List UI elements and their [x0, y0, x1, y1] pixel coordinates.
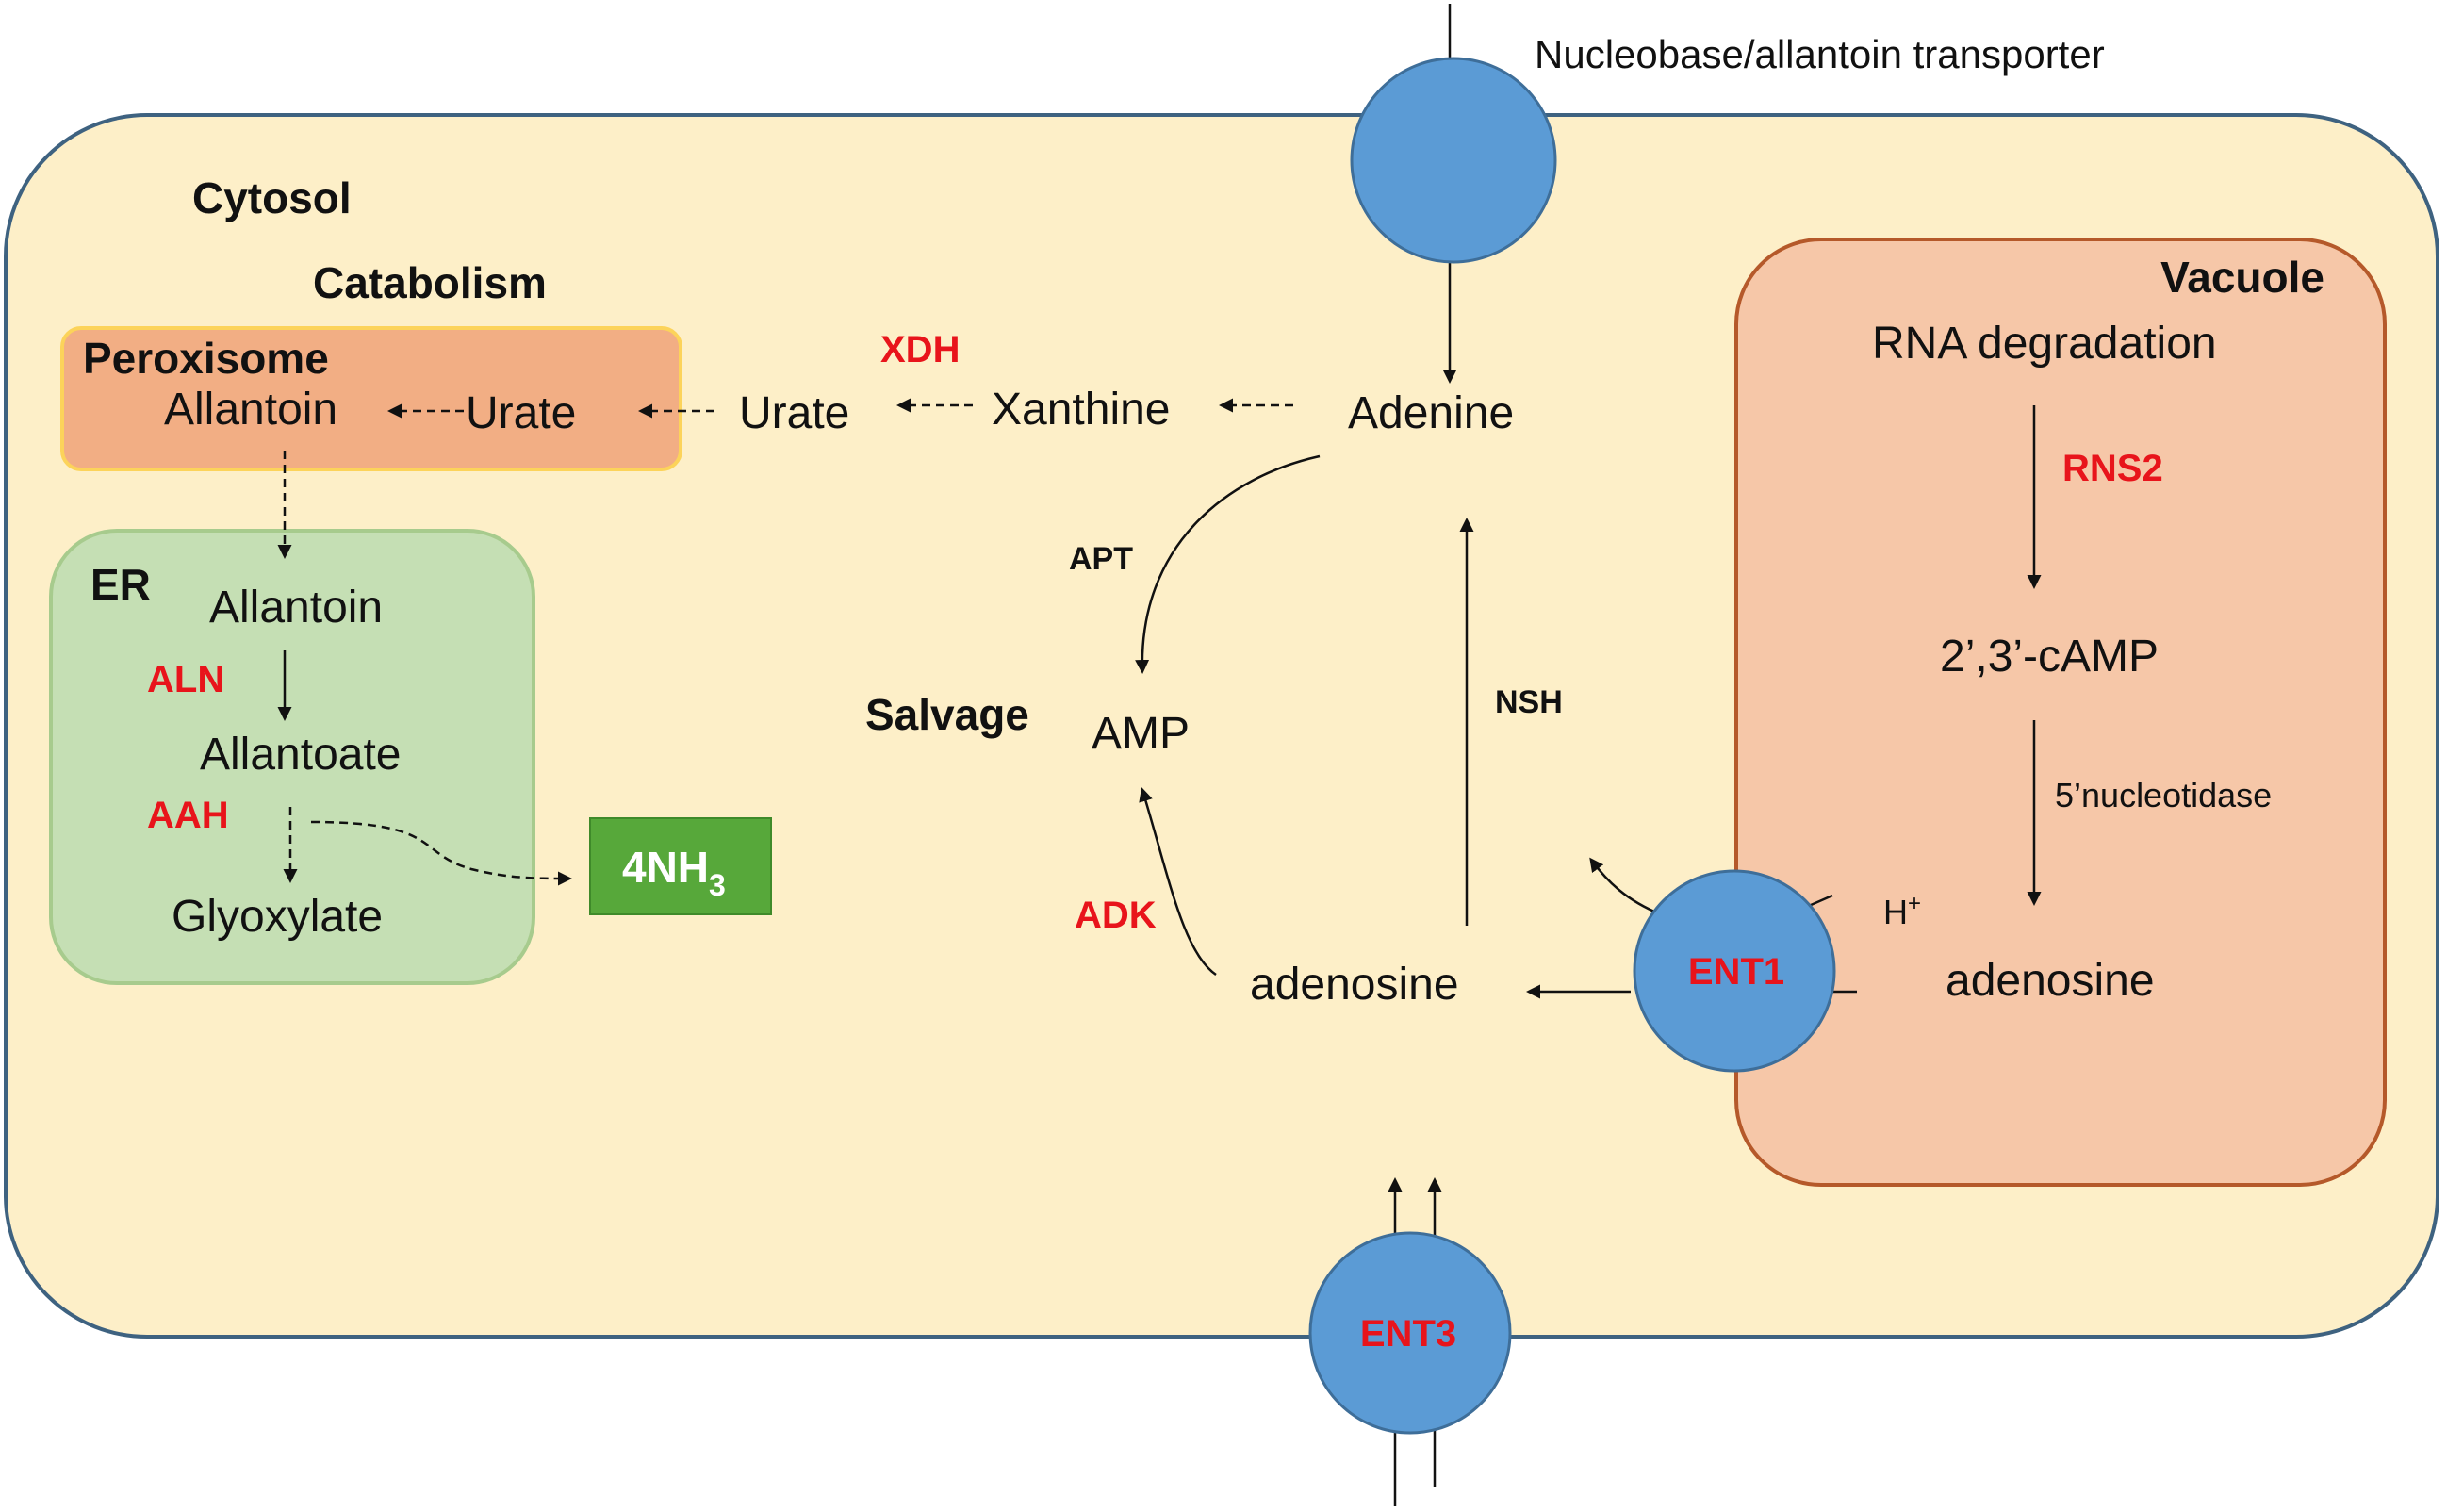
allantoate-text: Allantoate [200, 730, 402, 780]
arrow-ent1-proton-out [1589, 857, 1662, 916]
aln-label: ALN [147, 659, 224, 700]
proton-superscript: + [1908, 891, 1921, 916]
allantoin-er-text: Allantoin [209, 583, 383, 633]
vacuole-label: Vacuole [2160, 253, 2324, 302]
vacuole-compartment [1734, 238, 2387, 1187]
peroxisome-compartment [60, 326, 682, 471]
apt-label: APT [1069, 541, 1133, 577]
er-compartment [49, 529, 535, 985]
aah-label: AAH [147, 795, 229, 836]
catabolism-label: Catabolism [313, 258, 547, 307]
rns2-label: RNS2 [2062, 448, 2163, 489]
arrow-allantoate-nh3 [310, 820, 572, 886]
proton-main: H [1883, 893, 1908, 931]
adenosine-vacuole-text: adenosine [1946, 956, 2155, 1006]
ent3-label: ENT3 [1360, 1313, 1456, 1355]
nucleotidase-label: 5’nucleotidase [2055, 776, 2272, 814]
allantoin-perox-text: Allantoin [164, 385, 337, 435]
urate-text: Urate [739, 388, 849, 438]
arrow-adenosine-amp [1139, 787, 1217, 977]
ammonia-text: 4NH3 [622, 843, 726, 902]
camp-text: 2’,3’-cAMP [1940, 632, 2159, 682]
ent3-circle [1308, 1231, 1512, 1435]
glyoxylate-text: Glyoxylate [172, 892, 383, 942]
arrow-adenine-amp [1135, 454, 1321, 674]
ammonia-main: 4NH [622, 843, 709, 892]
xdh-label: XDH [880, 329, 960, 370]
nsh-label: NSH [1495, 684, 1563, 720]
rna-degradation-text: RNA degradation [1872, 319, 2217, 369]
nucleobase-transporter-label: Nucleobase/allantoin transporter [1535, 32, 2105, 76]
amp-text: AMP [1092, 709, 1190, 759]
proton-text: H+ [1883, 891, 1921, 931]
ent1-label: ENT1 [1688, 951, 1784, 993]
ammonia-subscript: 3 [709, 868, 726, 902]
adk-label: ADK [1075, 895, 1157, 936]
peroxisome-label: Peroxisome [83, 334, 329, 383]
salvage-label: Salvage [865, 690, 1029, 739]
er-label: ER [90, 560, 151, 609]
nucleobase-transporter-circle [1350, 57, 1557, 264]
cytosol-label: Cytosol [192, 173, 352, 222]
adenosine-cytosol-text: adenosine [1250, 960, 1459, 1010]
xanthine-text: Xanthine [992, 385, 1171, 435]
ent1-circle [1633, 869, 1836, 1073]
adenine-text: Adenine [1348, 388, 1514, 438]
urate-perox-text: Urate [466, 388, 576, 438]
ammonia-box [589, 817, 772, 915]
